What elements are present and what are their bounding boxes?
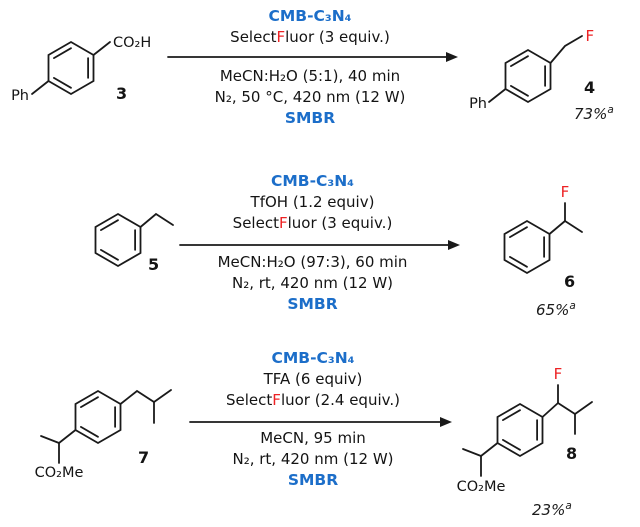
selectfluor-line-3: SelectFluor (2.4 equiv.) [178,390,448,411]
selectfluor-line-2: SelectFluor (3 equiv.) [175,213,450,234]
bonds [31,41,111,95]
atom-label-f: F [561,183,570,201]
solvent-line-3: MeCN, 95 min [260,429,366,447]
light-line-2: N₂, rt, 420 nm (12 W) [231,274,394,292]
benzene-ring [47,41,95,95]
compound-number-substrate-1: 3 [116,84,128,103]
yield-value: 23% [532,501,566,519]
yield-3: 23%a [532,500,572,519]
conditions-below-1: MeCN:H₂O (5:1), 40 min N₂, 50 °C, 420 nm… [170,66,450,129]
atom-label-ph: Ph [469,96,487,112]
conditions-above-1: CMB-C₃N₄ SelectFluor (3 equiv.) [170,6,450,48]
product-6-structure: F [503,183,583,274]
compound-number-product-3: 8 [566,444,578,463]
light-line-3: N₂, rt, 420 nm (12 W) [232,450,394,468]
compound-number-substrate-3: 7 [138,448,150,467]
yield-footnote: a [607,104,614,116]
yield-1: 73%a [574,104,614,123]
reaction-arrow-3 [189,417,452,427]
conditions-above-3: CMB-C₃N₄ TFA (6 equiv) SelectFluor (2.4 … [178,348,448,411]
reaction-arrow-1 [167,52,458,62]
additive-line-2: TfOH (1.2 equiv) [250,193,375,211]
atom-label-f: F [586,27,595,45]
selectfluor-pre: Select [226,391,273,409]
atom-label-co2me: CO₂Me [35,465,84,481]
atom-label-ph: Ph [11,88,29,104]
conditions-above-2: CMB-C₃N₄ TfOH (1.2 equiv) SelectFluor (3… [175,171,450,234]
arrowhead [446,52,458,62]
compound-number-product-1: 4 [584,78,596,97]
atom-label-co2h: CO₂H [113,35,151,51]
substrate-3-structure: CO₂H Ph [11,35,151,104]
selectfluor-line-1: SelectFluor (3 equiv.) [170,27,450,48]
arrowhead [448,240,460,250]
benzene-ring [94,213,142,267]
bonds [40,389,172,464]
bonds [503,202,583,274]
benzene-ring [504,49,552,103]
solvent-line-2: MeCN:H₂O (97:3), 60 min [217,253,408,271]
compound-number-substrate-2: 5 [148,255,160,274]
reactor-label-2: SMBR [287,295,338,313]
solvent-line-1: MeCN:H₂O (5:1), 40 min [219,67,401,85]
atom-label-co2me: CO₂Me [457,479,506,495]
catalyst-label-2: CMB-C₃N₄ [271,172,354,190]
conditions-below-2: MeCN:H₂O (97:3), 60 min N₂, rt, 420 nm (… [175,252,450,315]
yield-footnote: a [569,300,576,312]
benzene-ring [74,390,122,444]
reaction-arrow-2 [179,240,460,250]
selectfluor-post: luor (3 equiv.) [287,214,393,232]
benzene-ring [496,403,544,457]
catalyst-label-3: CMB-C₃N₄ [271,349,355,367]
bonds [488,35,583,103]
conditions-below-3: MeCN, 95 min N₂, rt, 420 nm (12 W) SMBR [178,428,448,491]
bonds [462,384,593,477]
compound-number-product-2: 6 [564,272,576,291]
arrowhead [440,417,452,427]
reactor-label-1: SMBR [284,109,336,127]
substrate-7-structure: CO₂Me [35,389,172,481]
catalyst-label-1: CMB-C₃N₄ [268,7,352,25]
selectfluor-post: luor (2.4 equiv.) [280,391,400,409]
substrate-5-structure [94,212,174,267]
selectfluor-f: F [276,28,286,46]
reactor-label-3: SMBR [287,471,339,489]
atom-label-f: F [554,365,563,383]
benzene-ring [503,220,551,274]
bonds [94,212,174,267]
yield-footnote: a [565,500,572,512]
product-8-structure: F CO₂Me [457,365,593,495]
yield-value: 73% [574,105,608,123]
yield-2: 65%a [536,300,576,319]
yield-value: 65% [536,301,570,319]
selectfluor-post: luor (3 equiv.) [285,28,390,46]
selectfluor-pre: Select [230,28,277,46]
light-line-1: N₂, 50 °C, 420 nm (12 W) [214,88,406,106]
product-4-structure: F Ph [469,27,595,112]
selectfluor-pre: Select [232,214,279,232]
additive-line-3: TFA (6 equiv) [263,370,363,388]
selectfluor-f: F [272,391,281,409]
selectfluor-f: F [278,214,288,232]
